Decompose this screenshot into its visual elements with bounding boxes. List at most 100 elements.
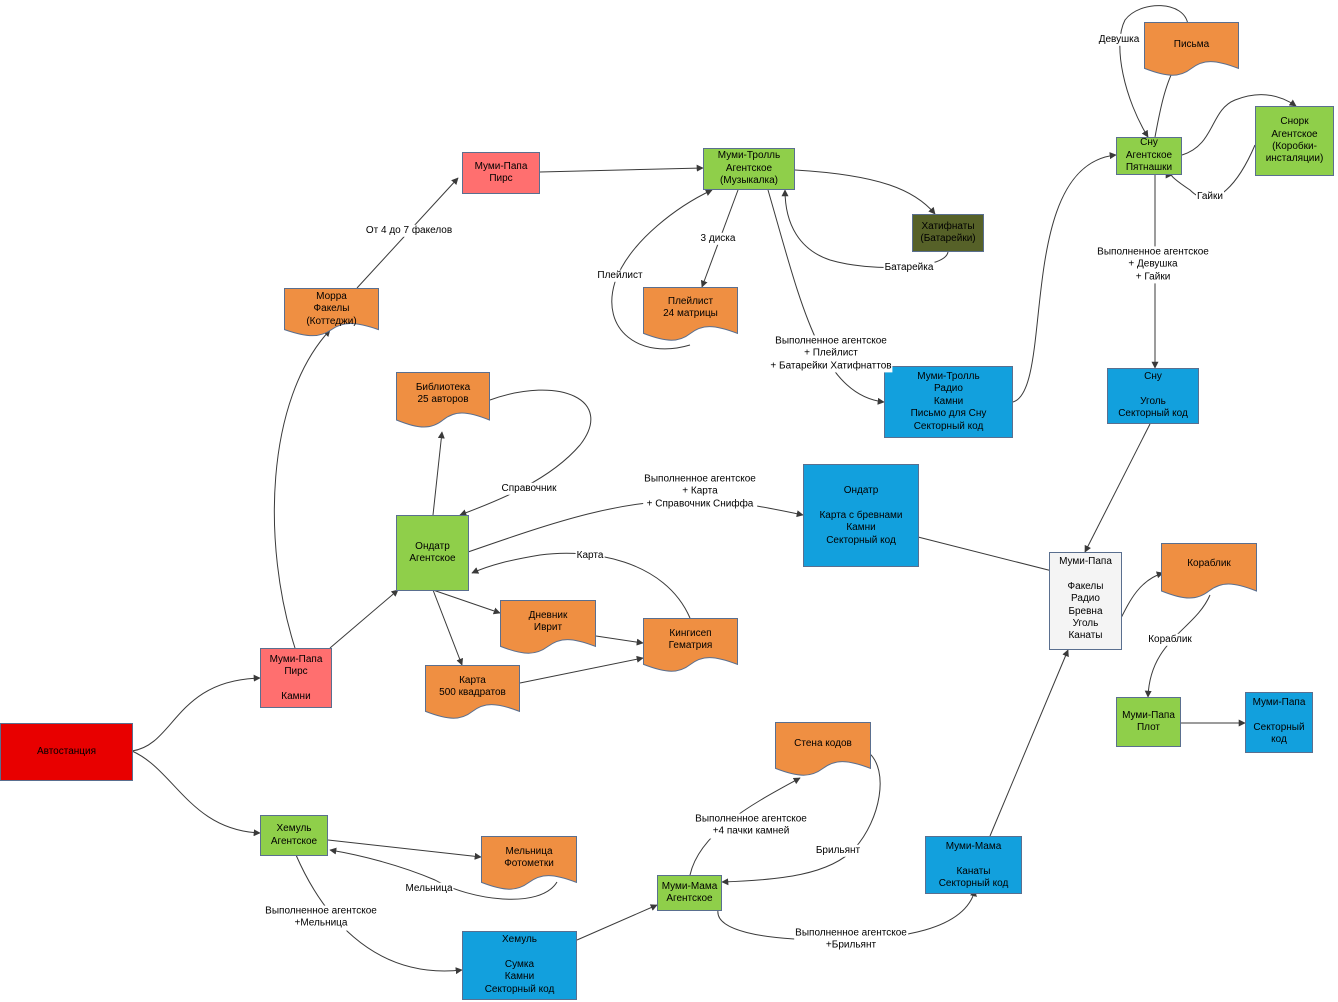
- node-melnitsa-label: Мельница Фотометки: [504, 846, 554, 870]
- edge-label-spravochnik: Справочник: [500, 482, 558, 496]
- node-snork: Снорк Агентское (Коробки- инсталяции): [1255, 106, 1334, 176]
- doc-shape-korablik: [1161, 543, 1257, 599]
- node-mumi-troll-sector: Муми-Тролль Радио Камни Письмо для Сну С…: [884, 366, 1013, 438]
- edge-karta500-to-kingisep: [519, 655, 644, 684]
- edge-label-karta: Карта: [575, 549, 605, 563]
- edge-label-vyp-melnitsa: Выполненное агентское +Мельница: [264, 905, 378, 931]
- edge-troll-to-hatif: [794, 169, 936, 215]
- edge-label-vyp-kamni: Выполненное агентское +4 пачки камней: [694, 813, 808, 839]
- edge-label-vyp-devushka: Выполненное агентское + Девушка + Гайки: [1096, 246, 1210, 284]
- edge-label-brilyant: Брильянт: [814, 844, 862, 858]
- node-mumi-papa-pirs-top-label: Муми-Папа Пирс: [474, 160, 528, 184]
- node-snu-sector-label: Сну Уголь Секторный код: [1118, 371, 1188, 420]
- node-snu-agent: Сну Агентское Пятнашки: [1116, 137, 1182, 175]
- node-mumi-papa-sector: Муми-Папа Секторный код: [1245, 692, 1313, 753]
- node-mumi-papa-plot: Муми-Папа Плот: [1116, 697, 1181, 747]
- doc-shape-kingisep: [643, 618, 738, 672]
- edge-papa-top-to-troll: [539, 164, 704, 173]
- node-ondatr-sector-label: Ондатр Карта с бревнами Камни Секторный …: [819, 485, 903, 546]
- edge-label-melnitsa: Мельница: [404, 882, 454, 896]
- node-karta500-label: Карта 500 квадратов: [439, 675, 506, 699]
- edge-melnitsa-to-hemul: [329, 847, 558, 900]
- node-kingisep: Кингисеп Гематрия: [643, 618, 738, 676]
- edge-troll-sector-to-snu: [1012, 152, 1117, 403]
- node-hatifnaty-label: Хатифнаты (Батарейки): [920, 220, 976, 244]
- node-ondatr-sector: Ондатр Карта с бревнами Камни Секторный …: [803, 464, 919, 567]
- edge-hemul-to-hemul-sector: [295, 854, 463, 975]
- edge-label-korablik: Кораблик: [1147, 633, 1193, 647]
- edge-ondatr-sector-to-final: [917, 536, 1069, 577]
- doc-shape-biblioteka: [396, 372, 490, 428]
- node-mumi-mama-agent-label: Муми-Мама Агентское: [661, 880, 718, 904]
- node-stena-kodov-label: Стена кодов: [794, 738, 852, 749]
- node-mumi-troll-sector-label: Муми-Тролль Радио Камни Письмо для Сну С…: [910, 371, 987, 432]
- node-hemul-sector-label: Хемуль Сумка Камни Секторный код: [484, 934, 555, 995]
- node-hemul-agent-label: Хемуль Агентское: [270, 823, 318, 847]
- edge-avto-to-papa-pirs: [131, 674, 261, 752]
- edge-label-devushka: Девушка: [1097, 33, 1141, 47]
- node-mumi-papa-pirs-kamni: Муми-Папа Пирс Камни: [260, 648, 332, 708]
- edge-papa-pirs-to-morra: [273, 329, 331, 649]
- edge-label-tri-diska: 3 диска: [699, 232, 737, 246]
- node-melnitsa: Мельница Фотометки: [481, 836, 577, 894]
- doc-shape-pisma: [1144, 22, 1239, 76]
- edge-papa-pirs-to-ondatr: [329, 589, 399, 649]
- edge-ondatr-to-biblioteka: [432, 431, 445, 516]
- doc-shape-stena-kodov: [775, 722, 871, 776]
- edge-snu-to-snork: [1181, 94, 1297, 156]
- edge-ondatr-to-dnevnik: [432, 589, 501, 615]
- node-biblioteka-label: Библиотека 25 авторов: [415, 382, 471, 406]
- node-snu-sector: Сну Уголь Секторный код: [1107, 368, 1199, 424]
- edge-hemul-sector-to-mama: [576, 904, 658, 941]
- node-ondatr-agent: Ондатр Агентское: [396, 515, 469, 591]
- node-mumi-papa-final: Муми-Папа Факелы Радио Бревна Уголь Кана…: [1049, 552, 1122, 650]
- node-mumi-troll-agent: Муми-Тролль Агентское (Музыкалка): [703, 148, 795, 190]
- edge-snu-sector-to-final: [1084, 423, 1151, 553]
- node-dnevnik-label: Дневник Иврит: [528, 610, 568, 634]
- edge-snork-to-snu: [1165, 144, 1256, 199]
- node-kingisep-label: Кингисеп Гематрия: [668, 628, 713, 652]
- node-mumi-mama-sector-label: Муми-Мама Канаты Секторный код: [938, 841, 1009, 890]
- node-dnevnik: Дневник Иврит: [500, 600, 596, 658]
- edge-label-gayki: Гайки: [1196, 190, 1224, 204]
- node-hemul-sector: Хемуль Сумка Камни Секторный код: [462, 931, 577, 1000]
- edge-label-ot4do7: От 4 до 7 факелов: [364, 224, 454, 238]
- node-korablik-label: Кораблик: [1187, 558, 1231, 569]
- doc-shape-pleylist: [643, 287, 738, 341]
- node-mumi-papa-pirs-top: Муми-Папа Пирс: [462, 152, 540, 194]
- node-avtostantsiya-label: Автостанция: [36, 745, 97, 757]
- node-snu-agent-label: Сну Агентское Пятнашки: [1125, 137, 1173, 174]
- node-stena-kodov: Стена кодов: [775, 722, 871, 780]
- doc-shape-dnevnik: [500, 600, 596, 654]
- edge-label-batareyka: Батарейка: [883, 261, 935, 275]
- edge-kingisep-to-ondatr: [471, 552, 691, 619]
- node-karta500: Карта 500 квадратов: [425, 665, 520, 723]
- doc-shape-morra: [284, 288, 379, 337]
- edge-ondatr-to-karta500: [432, 589, 463, 666]
- node-pisma-label: Письма: [1173, 39, 1210, 50]
- edge-troll-to-troll-sector: [767, 189, 885, 405]
- node-hatifnaty: Хатифнаты (Батарейки): [912, 214, 984, 252]
- edge-biblioteka-to-ondatr: [459, 389, 592, 517]
- node-avtostantsiya: Автостанция: [0, 723, 133, 781]
- node-mumi-papa-sector-label: Муми-Папа Секторный код: [1252, 697, 1306, 746]
- node-hemul-agent: Хемуль Агентское: [260, 815, 328, 856]
- node-morra: Морра Факелы (Коттеджи): [284, 288, 379, 340]
- doc-shape-karta500: [425, 665, 520, 719]
- edge-label-vyp-karta: Выполненное агентское + Карта + Справочн…: [643, 473, 757, 511]
- edge-label-vyp-brilyant: Выполненное агентское +Брильянт: [794, 927, 908, 953]
- node-mumi-mama-sector: Муми-Мама Канаты Секторный код: [925, 836, 1022, 894]
- node-snork-label: Снорк Агентское (Коробки- инсталяции): [1265, 116, 1324, 165]
- node-pleylist-label: Плейлист 24 матрицы: [663, 296, 718, 320]
- node-mumi-papa-plot-label: Муми-Папа Плот: [1122, 709, 1175, 733]
- node-morra-label: Морра Факелы (Коттеджи): [306, 291, 357, 327]
- edge-final-to-korablik: [1119, 571, 1164, 621]
- node-ondatr-agent-label: Ондатр Агентское: [409, 540, 456, 564]
- edge-dnevnik-to-kingisep: [595, 635, 644, 646]
- node-mumi-troll-agent-label: Муми-Тролль Агентское (Музыкалка): [717, 150, 781, 187]
- node-pleylist: Плейлист 24 матрицы: [643, 287, 738, 345]
- edge-avto-to-hemul: [131, 750, 261, 837]
- edge-mama-sector-to-final: [989, 649, 1069, 837]
- edge-pisma-to-snu: [1119, 5, 1189, 138]
